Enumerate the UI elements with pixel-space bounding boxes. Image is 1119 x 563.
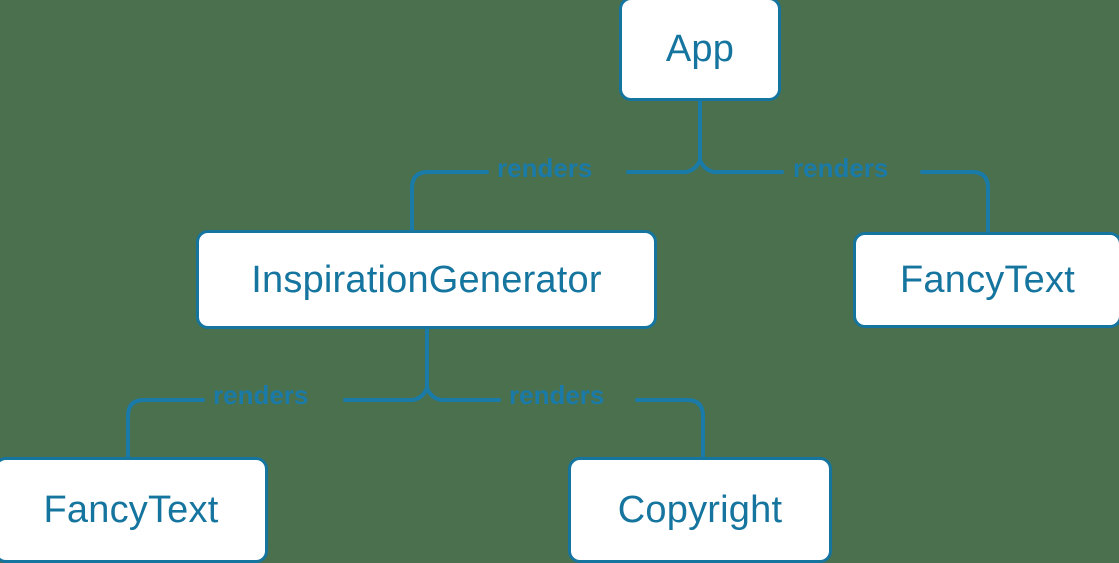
edge-app-to-fancytext-right [698,158,990,234]
node-fancytext-left-label: FancyText [43,489,219,531]
node-copyright[interactable]: Copyright [568,457,832,563]
node-inspirationgenerator-label: InspirationGenerator [251,258,602,301]
edge-label-inspirationgenerator-to-copyright: renders [509,380,605,410]
edge-label-app-to-fancytext-right: renders [793,153,889,183]
edge-label-app-to-inspirationgenerator: renders [497,153,593,183]
edge-inspgen-to-copyright [425,386,705,459]
node-fancytext-right-label: FancyText [900,259,1075,301]
node-fancytext-left[interactable]: FancyText [0,457,268,563]
node-copyright-label: Copyright [617,489,783,531]
node-app-label: App [665,28,735,70]
node-app[interactable]: App [619,0,781,101]
edge-label-inspirationgenerator-to-fancytext-left: renders [213,380,309,410]
node-inspirationgenerator[interactable]: InspirationGenerator [196,230,657,329]
node-fancytext-right[interactable]: FancyText [853,232,1119,328]
